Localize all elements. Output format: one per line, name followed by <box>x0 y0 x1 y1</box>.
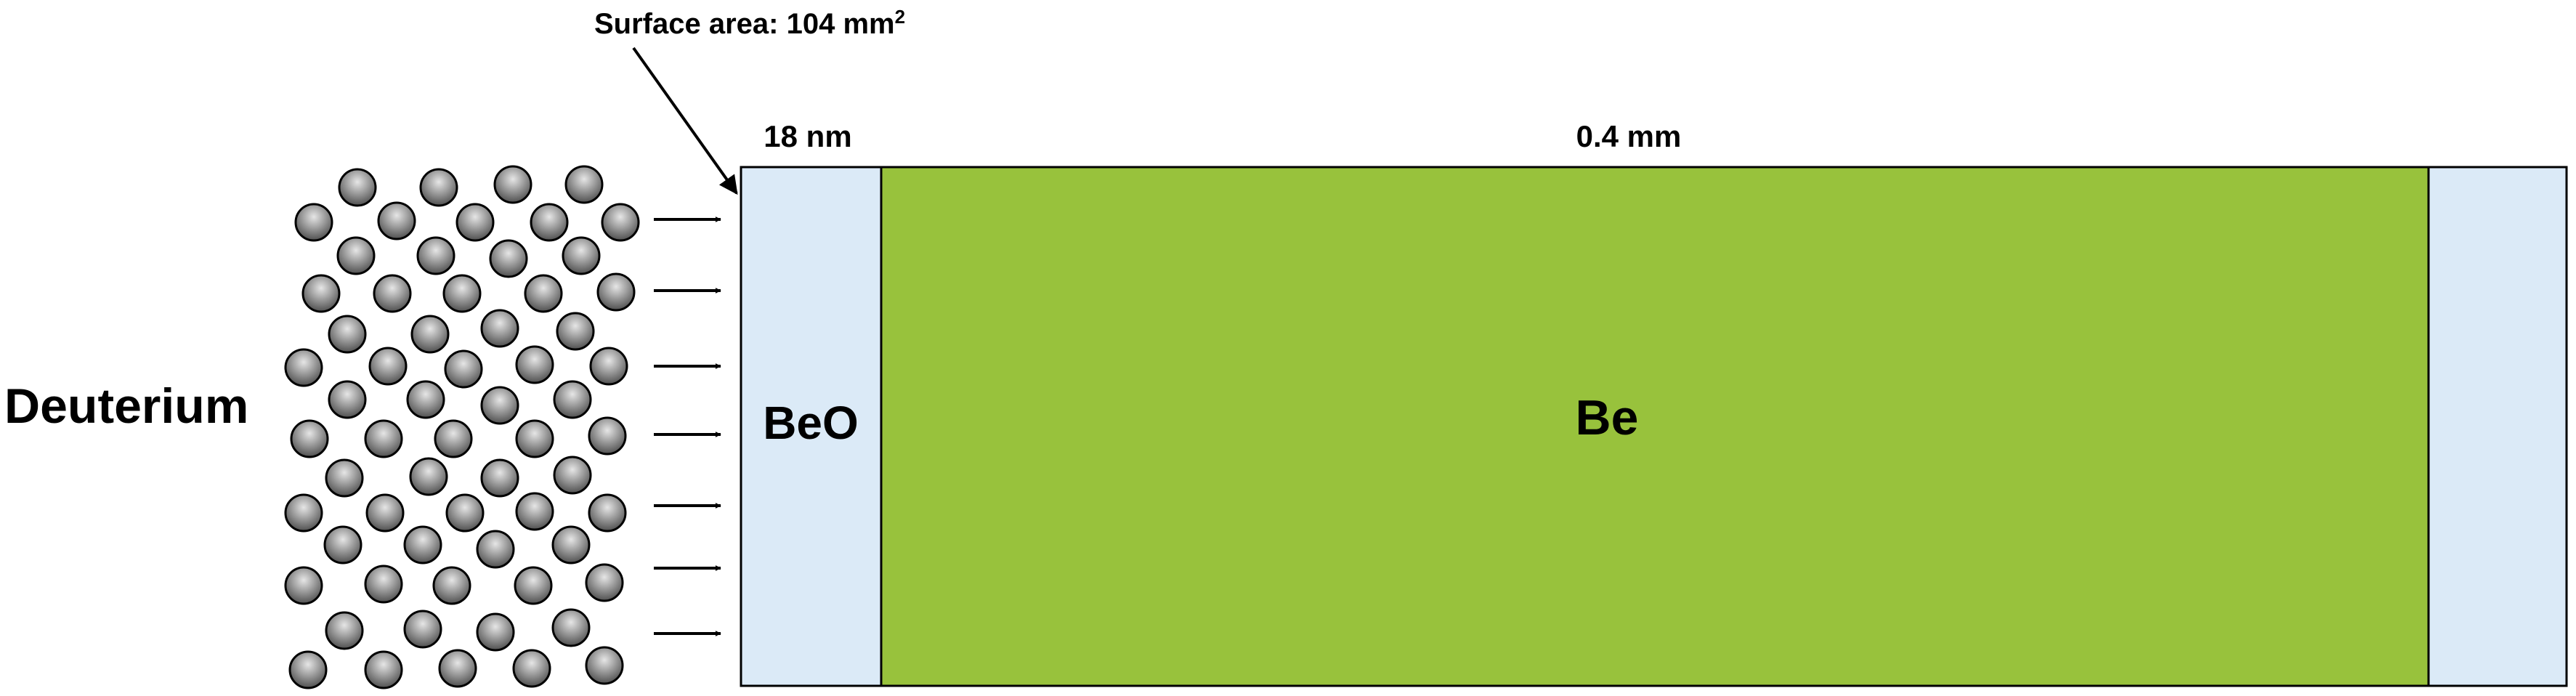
deuterium-atom-icon <box>480 386 519 425</box>
deuterium-atom-icon <box>530 203 569 242</box>
deuterium-atom-icon <box>524 274 563 313</box>
deuterium-atom-icon <box>601 203 640 242</box>
deuterium-atom-icon <box>588 416 627 456</box>
deuterium-atom-icon <box>493 165 532 204</box>
oxide-thickness-label: 18 nm <box>764 119 851 153</box>
deuterium-atom-icon <box>403 525 442 565</box>
deuterium-atom-icon <box>377 201 416 240</box>
deuterium-atom-icon <box>432 566 471 605</box>
flux-arrows <box>654 217 721 636</box>
deuterium-atom-icon <box>585 646 624 685</box>
deuterium-atom-icon <box>406 380 445 419</box>
deuterium-atom-icon <box>336 236 376 275</box>
surface-area-text: Surface area: 104 mm <box>594 8 895 40</box>
deuterium-atom-icon <box>551 525 591 565</box>
deuterium-atom-icon <box>365 493 405 533</box>
deuterium-atom-icon <box>284 493 323 533</box>
deuterium-atom-icon <box>476 612 515 652</box>
deuterium-label: Deuterium <box>4 379 248 434</box>
deuterium-atom-icon <box>515 345 554 384</box>
deuterium-atom-icon <box>284 348 323 387</box>
deuterium-atom-icon <box>409 457 448 496</box>
deuterium-atom-icon <box>444 349 483 389</box>
deuterium-atom-icon <box>284 566 323 605</box>
deuterium-atom-icon <box>556 312 595 351</box>
deuterium-atom-icon <box>294 203 333 242</box>
deuterium-atom-icon <box>442 274 482 313</box>
deuterium-atom-icon <box>588 493 627 533</box>
deuterium-atom-icon <box>325 611 364 650</box>
deuterium-atom-icon <box>338 168 377 207</box>
deuterium-atom-icon <box>364 650 403 689</box>
deuterium-atom-icon <box>514 566 553 605</box>
deuterium-atom-icon <box>364 565 403 604</box>
deuterium-atom-icon <box>553 456 592 495</box>
deuterium-atom-icon <box>368 347 408 386</box>
deuterium-atom-icon <box>596 272 636 312</box>
deuterium-atom-icon <box>455 203 495 242</box>
deuterium-atom-icon <box>434 419 473 458</box>
oxide-layer-front <box>740 166 883 687</box>
deuterium-atom-icon <box>328 315 367 354</box>
pointer-arrow-icon <box>632 46 738 195</box>
deuterium-atom-icon <box>480 458 519 498</box>
deuterium-atom-icon <box>438 649 477 688</box>
deuterium-atom-icon <box>328 380 367 419</box>
deuterium-atom-icon <box>551 608 591 647</box>
metal-layer-label: Be <box>1576 390 1639 445</box>
surface-area-label: Surface area: 104 mm2 <box>594 6 905 40</box>
deuterium-atom-icon <box>589 347 628 386</box>
deuterium-atom-icon <box>476 530 515 569</box>
deuterium-atom-icon <box>288 650 328 689</box>
deuterium-atom-icon <box>419 168 458 207</box>
deuterium-atom-icon <box>403 610 442 649</box>
deuterium-atom-icon <box>480 309 519 348</box>
deuterium-atom-icon <box>364 419 403 458</box>
surface-area-superscript: 2 <box>895 6 905 28</box>
deuterium-atom-icon <box>489 239 528 278</box>
oxide-layer-back <box>2427 166 2568 687</box>
deuterium-atom-icon <box>325 458 364 498</box>
deuterium-atom-icon <box>585 563 624 602</box>
deuterium-atom-icon <box>416 236 455 275</box>
deuterium-atom-icon <box>373 274 412 313</box>
deuterium-particles <box>284 165 640 689</box>
deuterium-atom-icon <box>410 315 450 354</box>
metal-layer <box>880 166 2430 687</box>
deuterium-atom-icon <box>301 274 341 313</box>
deuterium-atom-icon <box>290 419 329 458</box>
deuterium-atom-icon <box>562 236 601 275</box>
deuterium-atom-icon <box>512 649 551 688</box>
deuterium-atom-icon <box>515 419 554 458</box>
metal-thickness-label: 0.4 mm <box>1576 119 1682 153</box>
deuterium-atom-icon <box>445 493 485 533</box>
deuterium-atom-icon <box>553 380 592 419</box>
deuterium-atom-icon <box>515 492 554 531</box>
deuterium-atom-icon <box>323 525 362 565</box>
deuterium-atom-icon <box>564 165 604 204</box>
oxide-layer-label: BeO <box>763 397 859 449</box>
